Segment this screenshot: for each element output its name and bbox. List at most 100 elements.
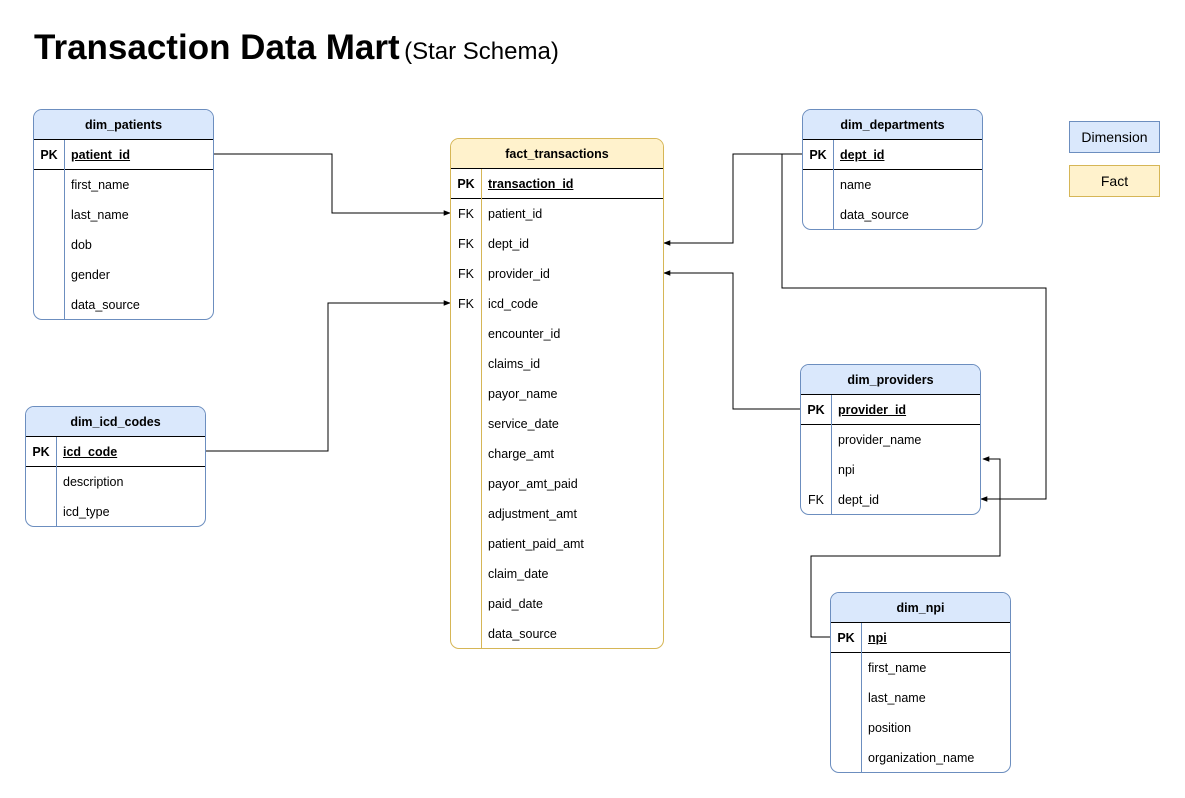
- table-row[interactable]: last_name: [34, 200, 213, 230]
- table-row[interactable]: provider_name: [801, 425, 980, 455]
- field-name: data_source: [488, 627, 557, 641]
- table-row[interactable]: charge_amt: [451, 439, 663, 469]
- key-column-divider: [481, 169, 482, 648]
- key-marker: PK: [32, 444, 50, 459]
- table-row[interactable]: data_source: [34, 290, 213, 319]
- key-marker: [451, 559, 481, 589]
- dim-npi-header: dim_npi: [831, 593, 1010, 623]
- table-row[interactable]: service_date: [451, 409, 663, 439]
- key-column-divider: [861, 623, 862, 772]
- key-marker: FK: [458, 267, 474, 281]
- table-row[interactable]: position: [831, 713, 1010, 743]
- connector-departments-to-providers: [781, 154, 1047, 502]
- key-marker: [34, 290, 64, 319]
- key-column-divider: [831, 395, 832, 514]
- table-row[interactable]: icd_type: [26, 497, 205, 526]
- table-row[interactable]: payor_name: [451, 379, 663, 409]
- connector-npi-to-providers: [810, 456, 1001, 638]
- table-row[interactable]: FK provider_id: [451, 259, 663, 289]
- key-marker: FK: [458, 297, 474, 311]
- key-marker: PK: [837, 630, 855, 645]
- table-row[interactable]: data_source: [803, 200, 982, 229]
- key-marker: [451, 409, 481, 439]
- key-marker: [34, 200, 64, 230]
- key-marker: [34, 170, 64, 200]
- table-row[interactable]: dob: [34, 230, 213, 260]
- table-row[interactable]: last_name: [831, 683, 1010, 713]
- table-row[interactable]: name: [803, 170, 982, 200]
- page-title: Transaction Data Mart (Star Schema): [34, 28, 559, 68]
- field-name: payor_amt_paid: [488, 477, 578, 491]
- field-name: name: [840, 178, 872, 192]
- field-name: patient_id: [71, 147, 131, 162]
- table-row[interactable]: payor_amt_paid: [451, 469, 663, 499]
- field-name: patient_id: [488, 207, 543, 221]
- field-name: dob: [71, 238, 92, 252]
- title-main: Transaction Data Mart: [34, 28, 400, 67]
- key-marker: [803, 200, 833, 229]
- key-marker: [26, 467, 56, 497]
- table-row[interactable]: first_name: [831, 653, 1010, 683]
- connector-icd-to-fact: [205, 300, 451, 452]
- key-marker: PK: [457, 176, 475, 191]
- field-name: data_source: [71, 298, 140, 312]
- key-marker: [801, 425, 831, 455]
- key-marker: [451, 439, 481, 469]
- table-row[interactable]: adjustment_amt: [451, 499, 663, 529]
- connector-patients-to-fact: [214, 153, 451, 216]
- field-name: payor_name: [488, 387, 558, 401]
- table-row[interactable]: paid_date: [451, 589, 663, 619]
- table-row[interactable]: gender: [34, 260, 213, 290]
- key-marker: FK: [458, 237, 474, 251]
- table-row[interactable]: claims_id: [451, 349, 663, 379]
- key-marker: [26, 497, 56, 526]
- key-column-divider: [56, 437, 57, 526]
- table-row[interactable]: description: [26, 467, 205, 497]
- field-name: provider_id: [838, 402, 907, 417]
- key-marker: PK: [807, 402, 825, 417]
- key-column-divider: [64, 140, 65, 319]
- key-marker: [451, 379, 481, 409]
- field-name: last_name: [71, 208, 129, 222]
- legend-fact: Fact: [1069, 165, 1160, 197]
- field-name: description: [63, 475, 124, 489]
- table-row[interactable]: claim_date: [451, 559, 663, 589]
- table-row[interactable]: first_name: [34, 170, 213, 200]
- table-row[interactable]: data_source: [451, 619, 663, 648]
- legend-dimension-label: Dimension: [1081, 129, 1148, 145]
- field-name: npi: [838, 463, 855, 477]
- field-name: claim_date: [488, 567, 549, 581]
- connector-departments-to-fact: [663, 153, 802, 246]
- table-row[interactable]: PK provider_id: [801, 395, 980, 425]
- key-marker: PK: [40, 147, 58, 162]
- connector-providers-to-fact: [663, 270, 800, 410]
- field-name: first_name: [868, 661, 927, 675]
- key-marker: [451, 499, 481, 529]
- field-name: provider_id: [488, 267, 550, 281]
- table-row[interactable]: PK patient_id: [34, 140, 213, 170]
- table-row[interactable]: npi: [801, 455, 980, 485]
- table-row[interactable]: organization_name: [831, 743, 1010, 772]
- dim-providers-header: dim_providers: [801, 365, 980, 395]
- key-marker: [451, 469, 481, 499]
- key-marker: [803, 170, 833, 200]
- key-marker: FK: [808, 493, 824, 507]
- table-row[interactable]: PK transaction_id: [451, 169, 663, 199]
- table-row[interactable]: encounter_id: [451, 319, 663, 349]
- table-row[interactable]: patient_paid_amt: [451, 529, 663, 559]
- field-name: transaction_id: [488, 176, 574, 191]
